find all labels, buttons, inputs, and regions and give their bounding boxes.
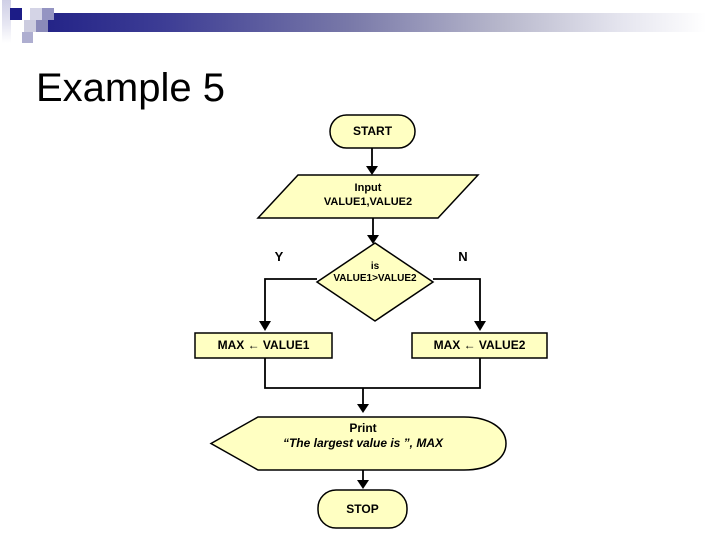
connector-merge <box>264 358 481 389</box>
stop-label: STOP <box>346 502 379 516</box>
print-label-line1: Print <box>349 421 377 435</box>
decor-square-medium-3 <box>22 32 33 43</box>
arrowhead-print-to-stop <box>357 480 369 489</box>
decor-square-dark <box>10 8 22 20</box>
slide-title: Example 5 <box>36 66 225 110</box>
decision-diamond-shape <box>315 242 435 322</box>
assign-right-label: MAX ← VALUE2 <box>433 338 526 352</box>
print-label-line2: “The largest value is ”, MAX <box>282 436 444 450</box>
yes-branch-label: Y <box>274 249 284 264</box>
input-label-line1: Input <box>354 182 382 194</box>
decision-label: is VALUE1>VALUE2 <box>315 261 435 285</box>
decor-square-light-1 <box>30 8 42 20</box>
header-left-strip <box>2 0 11 43</box>
start-label: START <box>352 124 393 138</box>
decor-square-medium-2 <box>36 20 48 32</box>
arrowhead-input-to-decision <box>367 235 379 244</box>
arrowhead-merge-to-print <box>357 404 369 413</box>
decision-label-line1: is <box>370 261 380 272</box>
assign-left-process-shape <box>194 332 333 359</box>
start-terminator-shape <box>329 114 416 149</box>
connector-yes-branch <box>264 278 317 322</box>
arrowhead-yes-branch <box>259 321 271 331</box>
arrowhead-start-to-input <box>366 166 378 175</box>
assign-left-label: MAX ← VALUE1 <box>217 338 310 352</box>
input-label-line2: VALUE1,VALUE2 <box>323 196 413 208</box>
print-label: Print “The largest value is ”, MAX <box>240 421 486 451</box>
header-gradient-bar <box>43 13 720 32</box>
assign-right-process-shape <box>411 332 548 359</box>
print-display-shape <box>209 416 507 471</box>
arrowhead-no-branch <box>474 321 486 331</box>
stop-terminator-shape <box>317 489 408 529</box>
input-parallelogram-shape <box>256 174 480 219</box>
decision-label-line2: VALUE1>VALUE2 <box>333 273 417 284</box>
no-branch-label: N <box>458 249 468 264</box>
decor-square-light-2 <box>24 20 36 32</box>
decor-square-medium-1 <box>42 8 54 20</box>
input-label: Input VALUE1,VALUE2 <box>283 181 453 209</box>
connector-no-branch <box>433 278 481 322</box>
